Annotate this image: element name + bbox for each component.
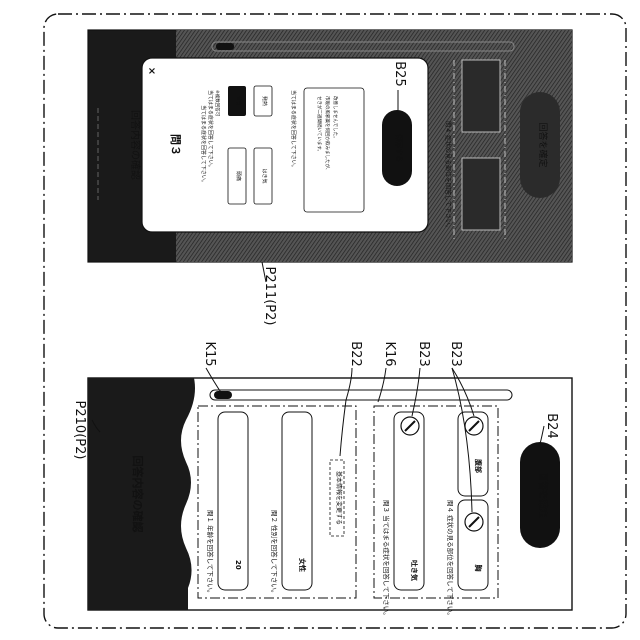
q4-abdomen-pencil-icon[interactable] xyxy=(465,417,483,435)
label-b24: B24 xyxy=(544,413,559,438)
confirm-answer-label: 回答を確定 xyxy=(537,472,549,518)
q2-gender-field[interactable] xyxy=(282,412,312,590)
modal-title: 問３ xyxy=(169,134,182,156)
edit-basic-info-label: 基本情報を変更する xyxy=(335,471,343,525)
q4-chest-value: 胸 xyxy=(474,565,483,572)
modal-close-icon[interactable]: × xyxy=(148,66,156,77)
modal-instruction: 当てはまる症状を回答して下さい。 xyxy=(200,105,207,185)
textarea-line-1: せきが二週間続いています。 xyxy=(316,96,323,154)
q2-label: 問２ 性別を回答して下さい。 xyxy=(270,510,279,596)
bg-q4-label: 問４ 症状の見る部位を回答して下さい。 xyxy=(444,121,452,231)
q3-symptom-value: 吐き気 xyxy=(410,560,419,581)
q2-gender-value: 女性 xyxy=(298,558,307,572)
textarea-line-3: 改善しませんでした。 xyxy=(332,96,339,141)
q3-symptom-field xyxy=(394,412,424,590)
save-button-label: 保存する xyxy=(395,133,404,162)
label-b22: B22 xyxy=(348,341,363,366)
label-k15: K15 xyxy=(202,341,217,366)
phone-p211-scroll-thumb xyxy=(216,43,234,50)
q4-chest-pencil-icon[interactable] xyxy=(465,513,483,531)
bg-image-box-2 xyxy=(462,158,500,230)
modal-sub-instruction: 当てはまる症状を回答して下さい。 xyxy=(207,90,214,170)
option-cough-label: せき xyxy=(235,96,242,106)
label-p210: P210(P2) xyxy=(72,401,87,460)
phone-p211: 回答を確定 問４ 症状の見る部位を回答して下さい。 回答内容の確認 × 問３ 当… xyxy=(88,30,572,262)
modal-sub-note: ※複数回答可 xyxy=(214,90,221,117)
option-headache-label: 頭痛 xyxy=(235,171,242,181)
option-fever-label: 発熱 xyxy=(261,96,268,106)
textarea-line-2: 市販の風邪薬を何回か飲みましたが、 xyxy=(324,96,331,172)
q3-label: 問３ 当てはまる症状を回答して下さい。 xyxy=(382,500,391,619)
textarea-label: 当てはまる症状を回答して下さい。 xyxy=(290,90,297,170)
q1-age-value: 20 xyxy=(234,560,242,570)
bg-confirm-label: 回答を確定 xyxy=(537,122,549,167)
phone-p210: 回答内容の確認 問１ 年齢を回答して下さい。 20 問２ 性別を回答して下さい。… xyxy=(88,378,572,619)
scroll-thumb[interactable] xyxy=(214,391,232,399)
option-nausea-label: はき気 xyxy=(261,168,268,183)
q1-age-field[interactable] xyxy=(218,412,248,590)
bg-header-title: 回答内容の確認 xyxy=(129,110,142,180)
header-title: 回答内容の確認 xyxy=(131,456,145,533)
q4-abdomen-value: 腹部 xyxy=(474,458,483,473)
label-b25: B25 xyxy=(392,61,407,86)
label-k16: K16 xyxy=(382,341,397,366)
label-b23-a: B23 xyxy=(416,341,431,366)
q1-label: 問１ 年齢を回答して下さい。 xyxy=(206,510,215,596)
bg-image-box-1 xyxy=(462,60,500,132)
label-b23-b: B23 xyxy=(448,341,463,366)
q3-edit-pencil-icon[interactable] xyxy=(401,417,419,435)
q4-label: 問４ 症状の見る部位を回答して下さい。 xyxy=(446,500,455,619)
